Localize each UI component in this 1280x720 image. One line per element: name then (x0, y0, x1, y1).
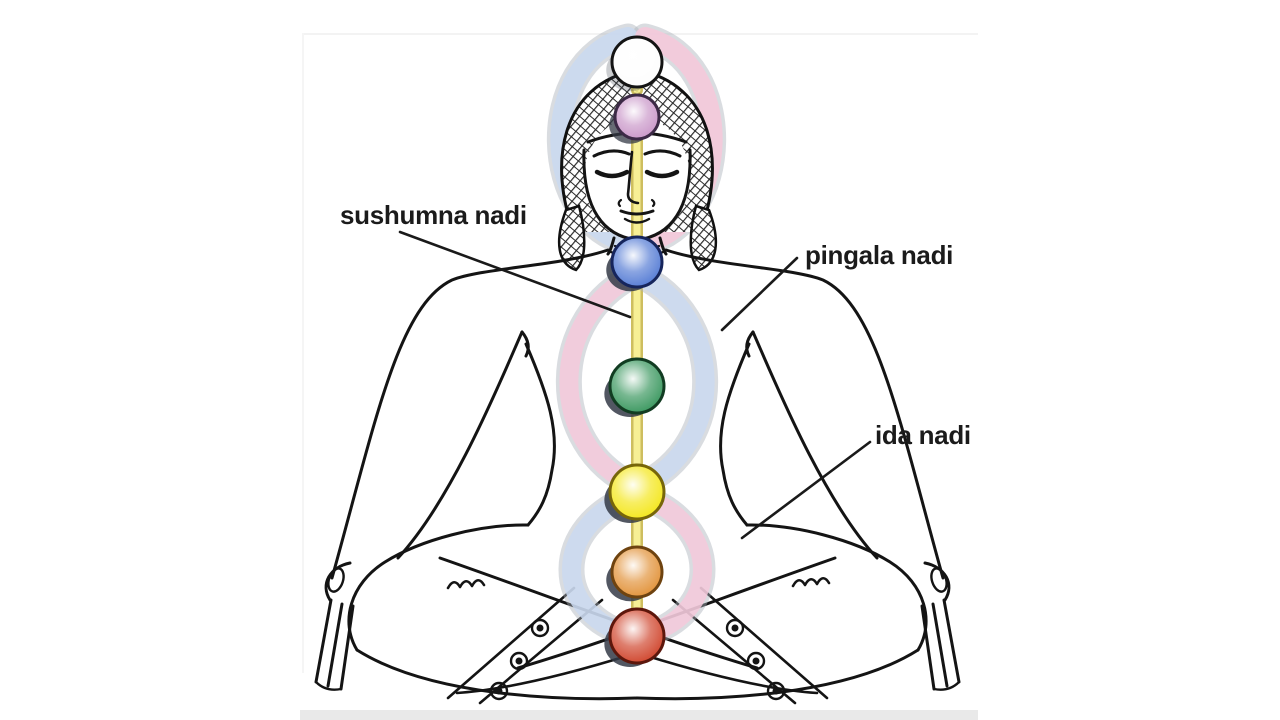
root-chakra (604, 607, 666, 667)
blue-nadi-belly-arc (562, 486, 643, 646)
sacral-chakra (606, 545, 664, 602)
sushumna-nadi-label: sushumna nadi (340, 200, 527, 230)
leader-lines (398, 230, 872, 540)
sushumna-leader-line (398, 230, 632, 319)
crown-chakra (606, 35, 664, 92)
pink-nadi-chest-arc (559, 264, 647, 496)
pink-nadi-belly-arc (631, 486, 712, 646)
blue-nadi-chest-arc (627, 264, 715, 496)
hair (558, 68, 717, 272)
face-features (592, 149, 682, 224)
panel-left-hairline (302, 33, 304, 673)
throat-chakra (606, 235, 664, 292)
pingala-nadi-label: pingala nadi (805, 240, 954, 270)
ida-nadi-label: ida nadi (875, 420, 971, 450)
pingala-leader-line (720, 256, 799, 332)
heart-chakra (604, 357, 666, 417)
torso-nadis (555, 261, 719, 649)
third-eye-chakra (609, 93, 661, 144)
ida-leader-line (740, 440, 872, 540)
chakra-layer (604, 35, 666, 667)
solar-plexus-chakra (604, 463, 666, 523)
image-bottom-strip (300, 710, 978, 720)
